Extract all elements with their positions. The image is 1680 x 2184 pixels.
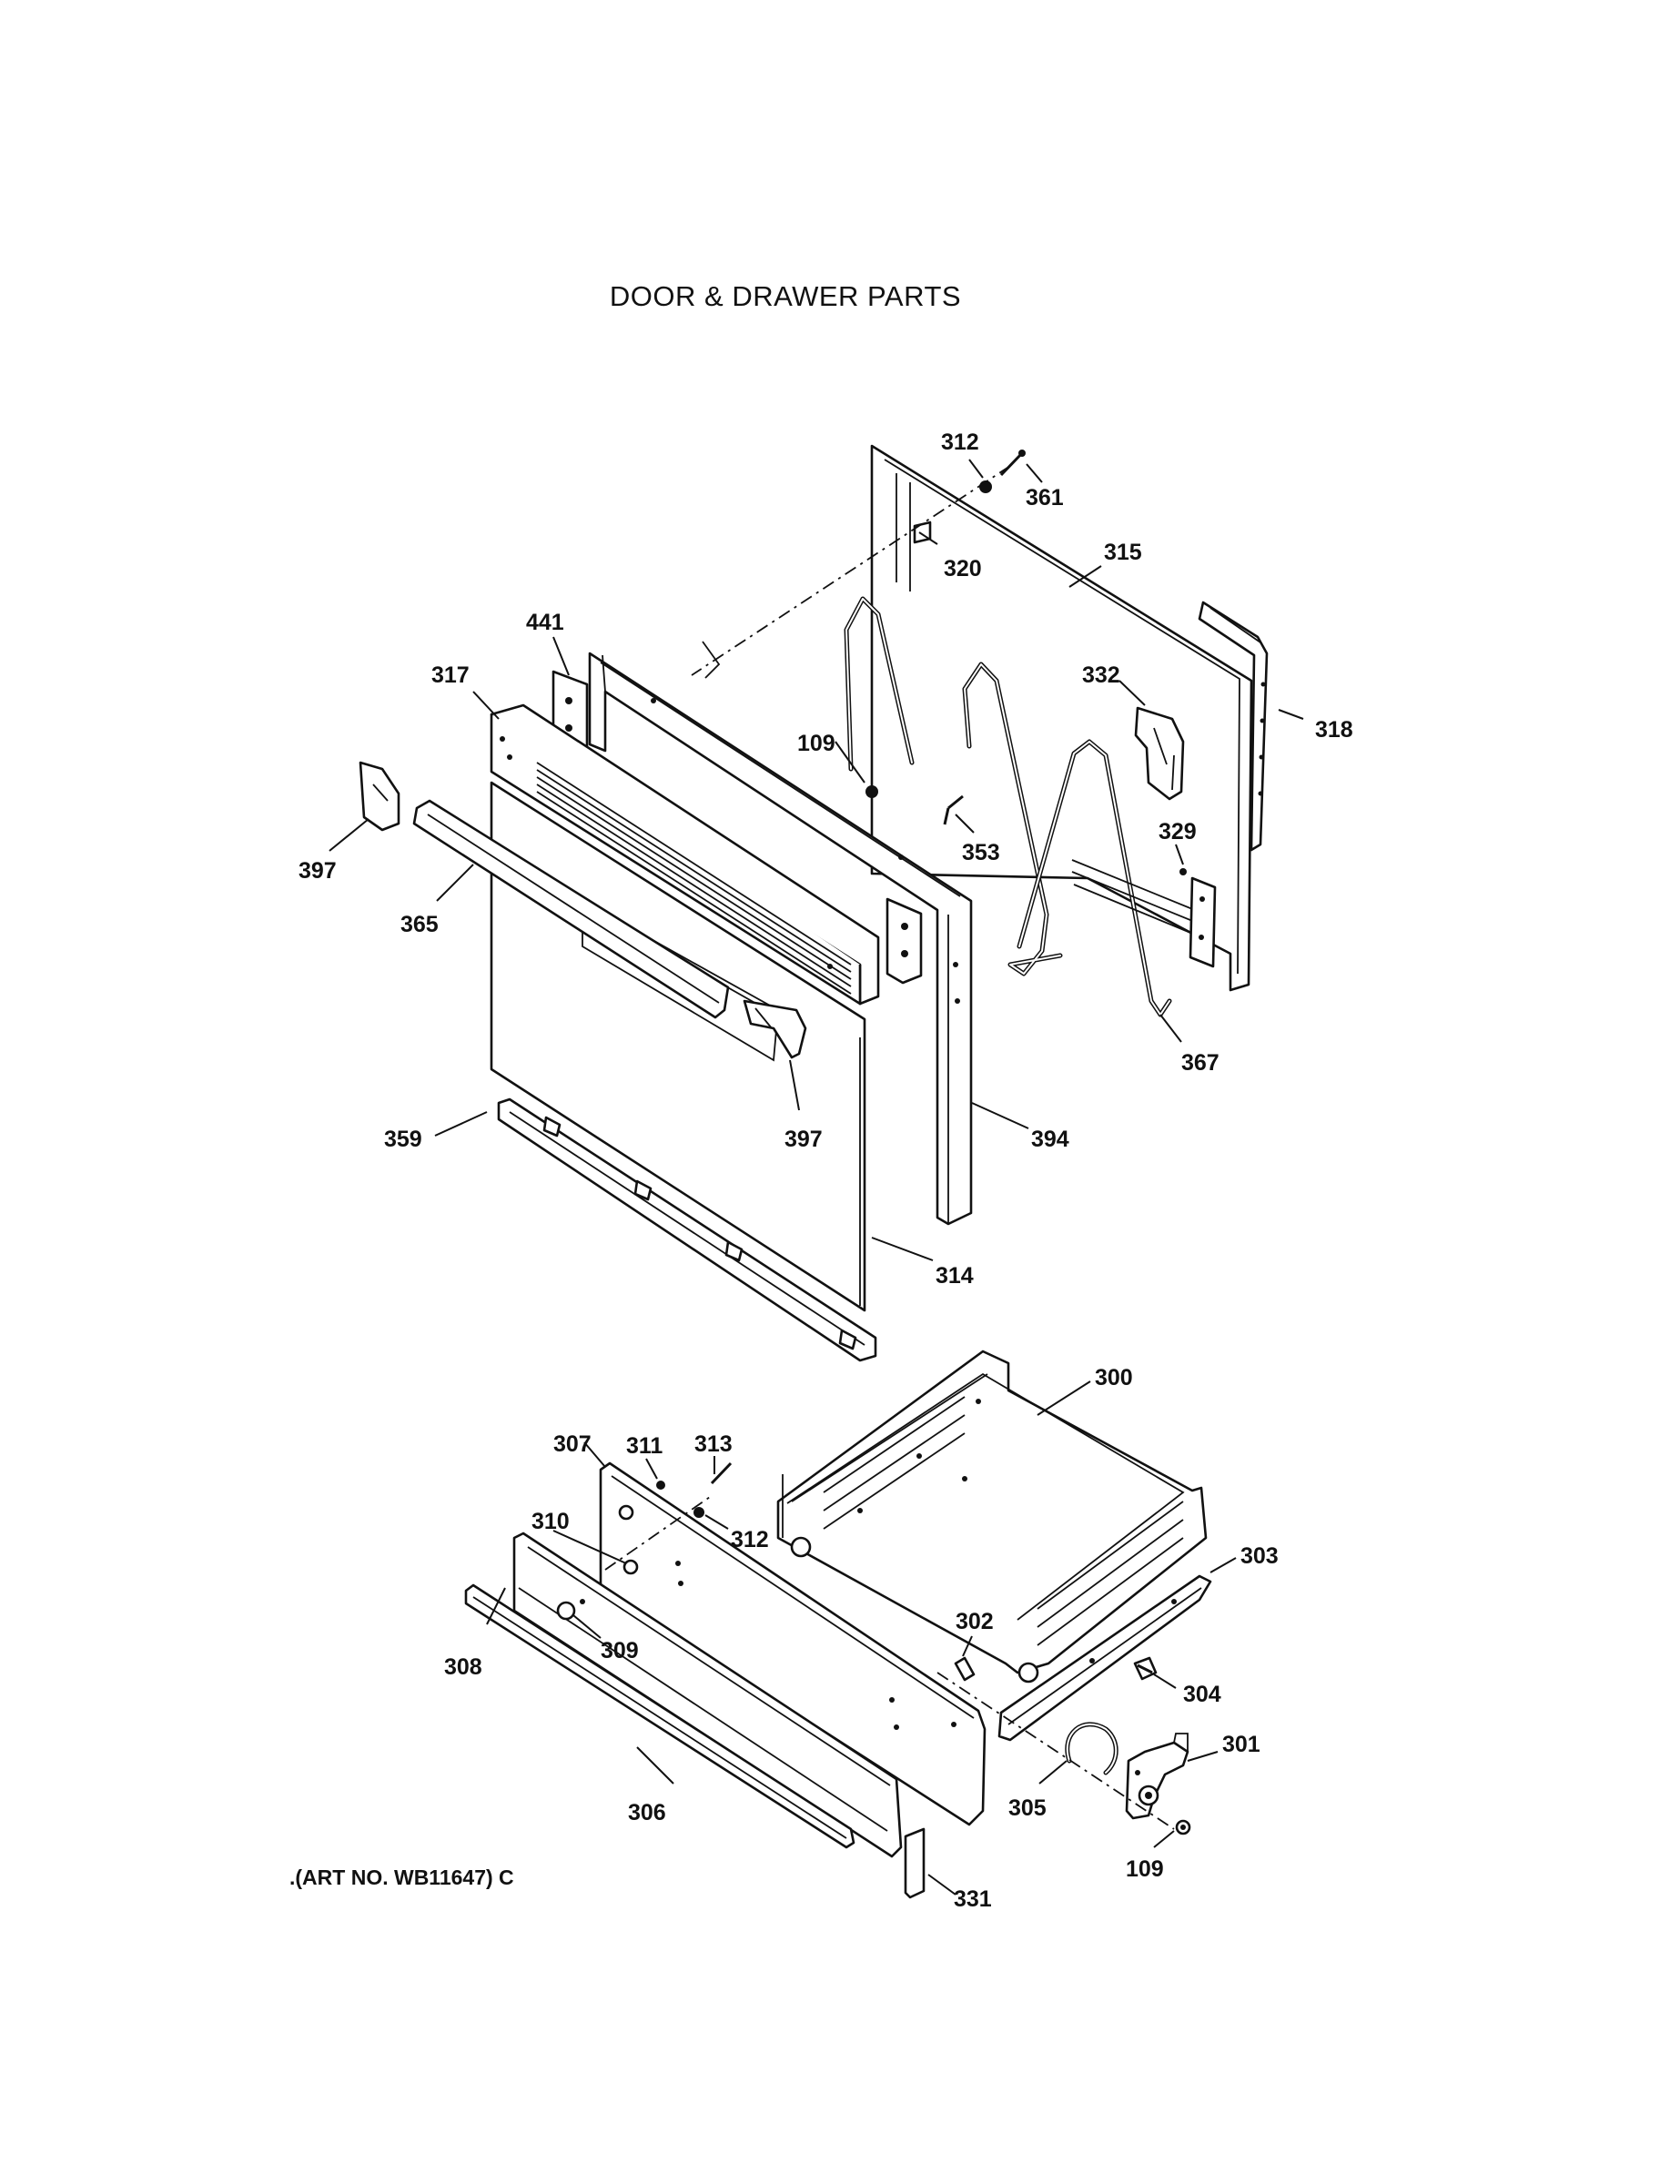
page-title: DOOR & DRAWER PARTS: [609, 280, 962, 312]
drawer-assembly-axis: [936, 1672, 1175, 1830]
callout-305: 305: [1008, 1795, 1047, 1821]
callout-397-handle: 397: [784, 1127, 823, 1152]
part-308-drawer-handle: [464, 1583, 855, 1849]
fastener-320: [913, 521, 932, 544]
part-397-frame-bracket: [886, 897, 923, 985]
callout-302: 302: [956, 1609, 994, 1634]
callout-312: 312: [941, 430, 979, 455]
callout-314: 314: [936, 1263, 974, 1289]
screw-361: [999, 451, 1024, 477]
callout-318: 318: [1315, 717, 1353, 743]
part-397-left-end-cap: [359, 761, 400, 832]
callout-331: 331: [954, 1886, 992, 1912]
callout-313: 313: [694, 1431, 733, 1457]
callout-332: 332: [1082, 662, 1120, 688]
fastener-329: [1179, 868, 1187, 875]
callout-304: 304: [1183, 1682, 1221, 1707]
part-365-door-handle: [412, 799, 730, 1019]
part-318-gasket-strip: [1198, 601, 1269, 852]
callout-315: 315: [1104, 540, 1142, 565]
part-303-drawer-slide: [997, 1574, 1212, 1742]
callout-labels: 312 361 320 315 441 317 332 318 109 353 …: [299, 430, 1353, 1912]
art-number: .(ART NO. WB11647) C: [289, 1866, 514, 1889]
screw-353: [943, 794, 964, 825]
callout-361: 361: [1026, 485, 1064, 511]
callout-367: 367: [1181, 1050, 1220, 1076]
callout-303: 303: [1240, 1543, 1279, 1569]
callout-301: 301: [1222, 1732, 1260, 1757]
callout-309: 309: [601, 1638, 639, 1663]
assembly-axis-line: [691, 465, 1011, 676]
part-305-clip-ring: [1065, 1722, 1118, 1775]
part-332-insulation-block: [1134, 706, 1185, 801]
part-397-handle-end-cap: [743, 999, 807, 1059]
callout-317: 317: [431, 662, 470, 688]
part-304-roller: [1133, 1656, 1158, 1681]
part-394-door-frame: [588, 652, 973, 1226]
screw-313: [710, 1461, 733, 1485]
callout-312-lower: 312: [731, 1527, 769, 1552]
callout-353: 353: [962, 840, 1000, 865]
callout-300: 300: [1095, 1365, 1133, 1390]
callout-109: 109: [797, 731, 835, 756]
fastener-312b: [693, 1507, 704, 1518]
callout-308: 308: [444, 1654, 482, 1680]
leader-lines: [329, 459, 1304, 1896]
part-300-drawer-body: [776, 1350, 1208, 1684]
callout-320: 320: [944, 556, 982, 581]
callout-311: 311: [626, 1433, 663, 1459]
callout-394: 394: [1031, 1127, 1069, 1152]
part-331-drawer-bracket: [904, 1827, 926, 1899]
part-301-bracket: [1125, 1733, 1189, 1820]
part-302-stud: [954, 1656, 976, 1682]
part-317-vent-trim: [490, 703, 880, 1006]
callout-329: 329: [1159, 819, 1197, 844]
callout-307: 307: [553, 1431, 592, 1457]
fastener-109: [865, 785, 878, 798]
drawer-fasteners: [618, 1461, 733, 1575]
callout-441: 441: [526, 610, 564, 635]
callout-306: 306: [628, 1800, 666, 1825]
fasteners-upper: [865, 450, 1187, 875]
callout-359: 359: [384, 1127, 422, 1152]
part-359-bottom-trim: [497, 1097, 877, 1362]
door-back-rails: [1071, 859, 1217, 968]
callout-397-left: 397: [299, 858, 337, 884]
fastener-311: [656, 1481, 665, 1490]
callout-365: 365: [400, 912, 439, 937]
callout-310: 310: [531, 1509, 570, 1534]
callout-109-lower: 109: [1126, 1856, 1164, 1882]
